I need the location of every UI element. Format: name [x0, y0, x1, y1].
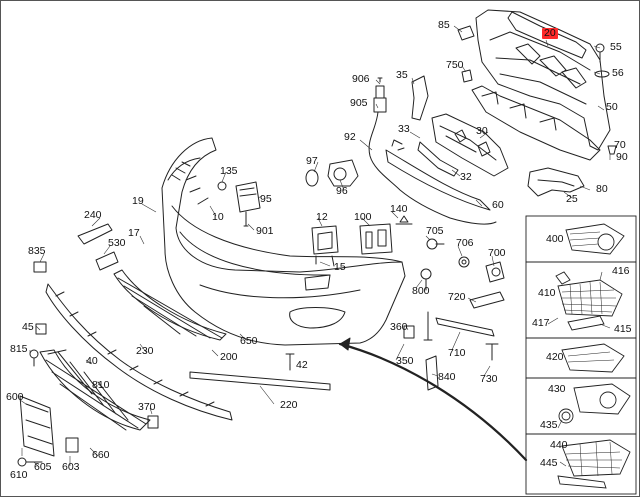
grille-230 [113, 269, 227, 341]
callout-705: 705 [426, 225, 444, 237]
callout-240: 240 [84, 209, 102, 221]
callout-56: 56 [612, 67, 624, 79]
callout-33: 33 [398, 123, 410, 135]
trim-strip-240 [77, 223, 113, 245]
callout-135: 135 [220, 165, 238, 177]
bumper-cover-part [161, 137, 406, 346]
wiring-harness [368, 77, 497, 225]
side-bracket-part [527, 167, 585, 197]
callout-90: 90 [616, 151, 628, 163]
callout-440: 440 [550, 439, 568, 451]
callout-605: 605 [34, 461, 52, 473]
callout-370: 370 [138, 401, 156, 413]
callout-45: 45 [22, 321, 34, 333]
callout-17: 17 [128, 227, 140, 239]
absorber-part [431, 113, 509, 177]
callout-603: 603 [62, 461, 80, 473]
callout-230: 230 [136, 345, 154, 357]
trim-strip-32 [417, 141, 459, 177]
callout-97: 97 [306, 155, 318, 167]
callout-600: 600 [6, 391, 24, 403]
callout-750: 750 [446, 59, 464, 71]
callout-96: 96 [336, 185, 348, 197]
callout-430: 430 [548, 383, 566, 395]
trim-strip-60 [385, 139, 491, 211]
callout-901: 901 [256, 225, 274, 237]
callout-350: 350 [396, 355, 414, 367]
control-module [235, 181, 261, 227]
callout-400: 400 [546, 233, 564, 245]
callout-85: 85 [438, 19, 450, 31]
callout-30: 30 [476, 125, 488, 137]
parking-sensor [305, 159, 359, 187]
callout-42: 42 [296, 359, 308, 371]
callout-200: 200 [220, 351, 238, 363]
callout-95: 95 [260, 193, 272, 205]
callout-730: 730 [480, 373, 498, 385]
callout-140: 140 [390, 203, 408, 215]
callout-100: 100 [354, 211, 372, 223]
fasteners-right [217, 25, 617, 291]
callout-15: 15 [334, 261, 346, 273]
callout-800: 800 [412, 285, 430, 297]
callout-420: 420 [546, 351, 564, 363]
trim-strip-220 [189, 371, 331, 391]
trim-strip-530 [95, 251, 119, 271]
callout-416: 416 [612, 265, 630, 277]
pointer-arrow [338, 337, 528, 462]
callout-60: 60 [492, 199, 504, 211]
callout-220: 220 [280, 399, 298, 411]
callout-815: 815 [10, 343, 28, 355]
upper-rail-part [471, 9, 611, 161]
callout-445: 445 [540, 457, 558, 469]
callout-906: 906 [352, 73, 370, 85]
callout-70: 70 [614, 139, 626, 151]
callout-660: 660 [92, 449, 110, 461]
callout-417: 417 [532, 317, 550, 329]
callout-905: 905 [350, 97, 368, 109]
detail-panel-400 [525, 215, 637, 263]
lower-spoiler-part [45, 283, 233, 421]
license-bracket-600 [19, 395, 55, 457]
callout-92: 92 [344, 131, 356, 143]
callout-835: 835 [28, 245, 46, 257]
side-trim-720 [423, 291, 505, 341]
callout-50: 50 [606, 101, 618, 113]
callout-530: 530 [108, 237, 126, 249]
callout-700: 700 [488, 247, 506, 259]
mesh-grille-810 [39, 349, 151, 431]
callout-610: 610 [10, 469, 28, 481]
callout-19: 19 [132, 195, 144, 207]
callout-435: 435 [540, 419, 558, 431]
callout-55: 55 [610, 41, 622, 53]
detail-panel-420 [525, 337, 637, 379]
callout-840: 840 [438, 371, 456, 383]
callout-20-highlighted: 20 [542, 27, 558, 39]
callout-25: 25 [566, 193, 578, 205]
detail-panel-440 [525, 433, 637, 495]
callout-650: 650 [240, 335, 258, 347]
callout-12: 12 [316, 211, 328, 223]
callout-10: 10 [212, 211, 224, 223]
callout-410: 410 [538, 287, 556, 299]
callout-40: 40 [86, 355, 98, 367]
callout-360: 360 [390, 321, 408, 333]
callout-706: 706 [456, 237, 474, 249]
callout-35: 35 [396, 69, 408, 81]
callout-32: 32 [460, 171, 472, 183]
callout-720: 720 [448, 291, 466, 303]
callout-415: 415 [614, 323, 632, 335]
callout-80: 80 [596, 183, 608, 195]
tow-hook-cover [311, 223, 393, 267]
callout-710: 710 [448, 347, 466, 359]
callout-810: 810 [92, 379, 110, 391]
